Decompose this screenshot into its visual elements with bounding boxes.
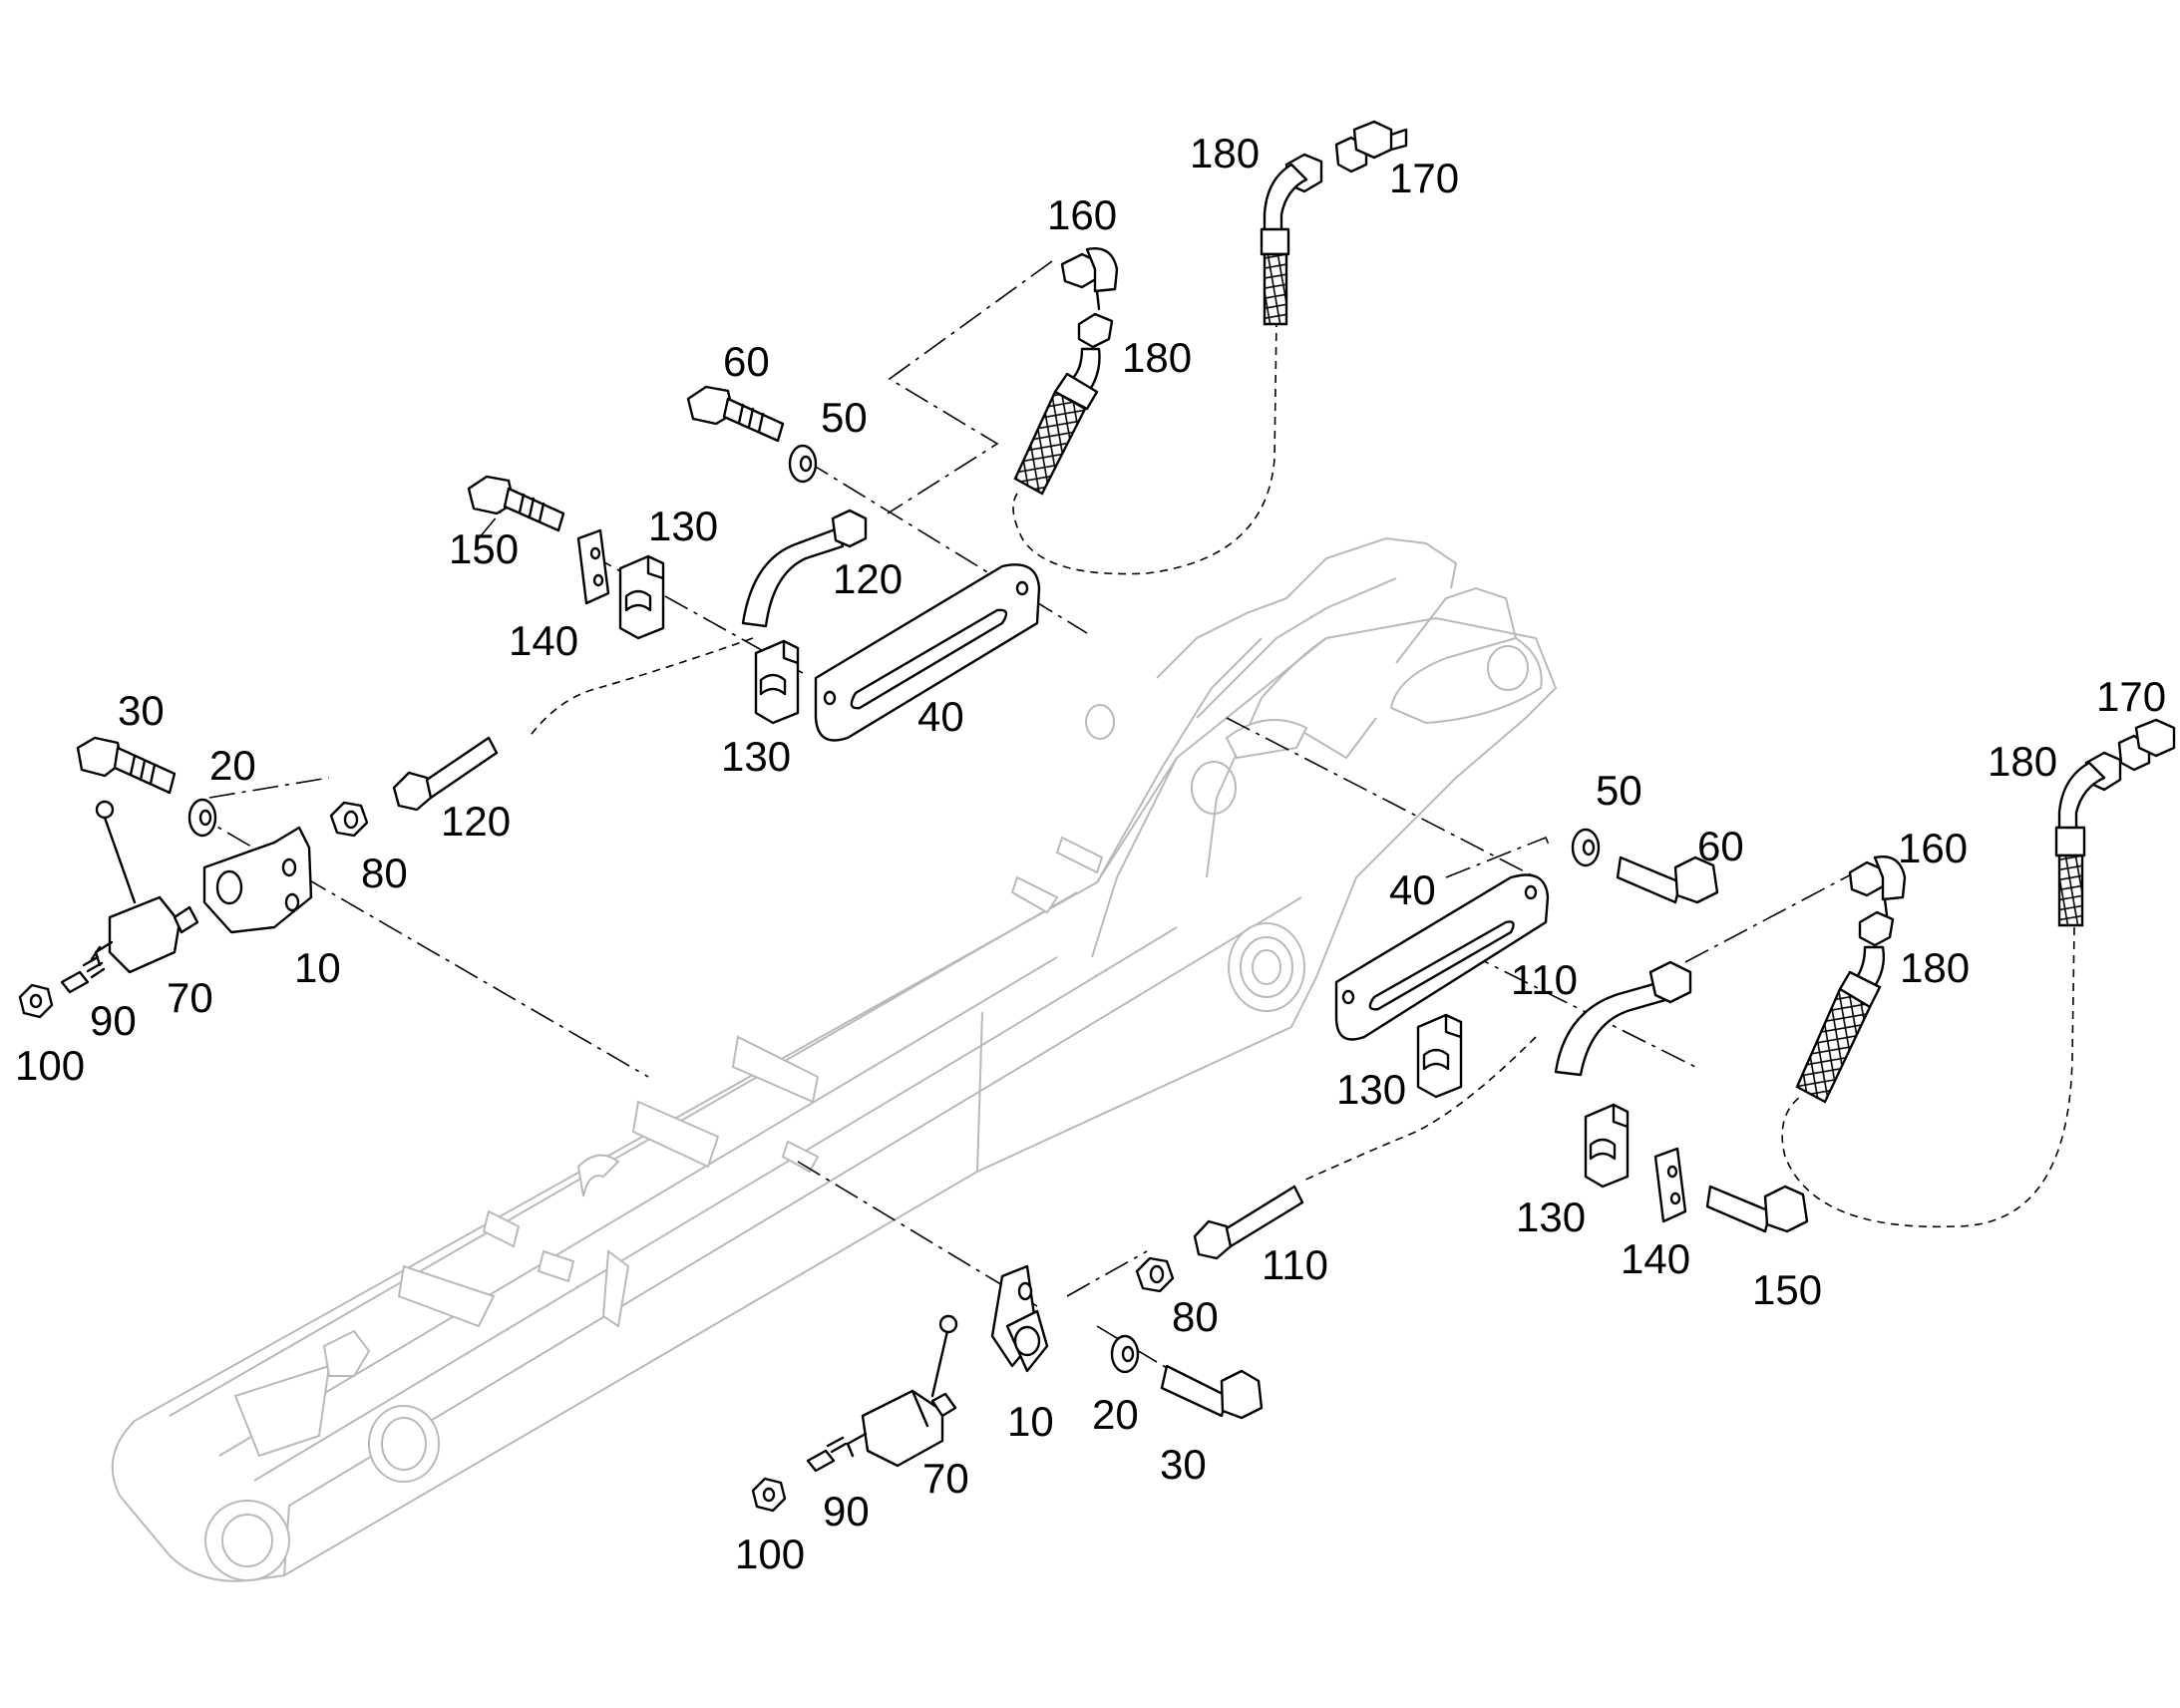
plate-140-left[interactable]: [576, 528, 610, 605]
callout-70: 70: [922, 1455, 969, 1502]
callout-180: 180: [1900, 944, 1970, 991]
bolt-60-right[interactable]: [1616, 855, 1719, 904]
callout-60: 60: [1697, 823, 1744, 869]
elbow-160-left[interactable]: [1060, 247, 1119, 311]
callout-120: 120: [441, 798, 511, 845]
callout-110: 110: [1262, 1241, 1328, 1288]
callout-80: 80: [1172, 1293, 1219, 1340]
link-plate-40-right[interactable]: [1334, 873, 1550, 1041]
nut-100-right[interactable]: [751, 1477, 787, 1513]
washer-20-left[interactable]: [187, 798, 217, 838]
hose-180-left-upper[interactable]: [1260, 153, 1323, 326]
callout-70: 70: [167, 974, 213, 1021]
clamp-130-left-lower[interactable]: [754, 639, 800, 725]
washer-50-right[interactable]: [1571, 828, 1601, 867]
callout-130: 130: [721, 733, 791, 780]
fitting-120-left[interactable]: [392, 736, 499, 812]
hose-180-left-lower[interactable]: [1013, 312, 1114, 496]
callout-100: 100: [735, 1531, 805, 1577]
callout-80: 80: [361, 850, 408, 896]
callout-20: 20: [209, 742, 256, 789]
adapter-170-right[interactable]: [2117, 718, 2176, 772]
bolt-30-right[interactable]: [1160, 1364, 1264, 1420]
hose-180-right-upper[interactable]: [2054, 751, 2122, 927]
callout-170: 170: [2096, 673, 2166, 720]
callout-180: 180: [1190, 130, 1260, 176]
callout-30: 30: [1160, 1441, 1207, 1488]
adapter-170-left[interactable]: [1334, 120, 1408, 173]
fitting-90-right[interactable]: [806, 1436, 848, 1473]
callout-130: 130: [1516, 1194, 1586, 1240]
elbow-160-right[interactable]: [1848, 855, 1907, 917]
bolt-150-left[interactable]: [467, 475, 565, 532]
callout-140: 140: [509, 617, 578, 664]
callout-140: 140: [1621, 1235, 1690, 1282]
callout-130: 130: [1336, 1066, 1406, 1113]
callout-90: 90: [823, 1488, 870, 1535]
callout-20: 20: [1092, 1391, 1139, 1438]
valve-70-left[interactable]: [90, 800, 199, 974]
plate-140-right[interactable]: [1653, 1147, 1687, 1223]
callout-10: 10: [294, 944, 341, 991]
bracket-10-right[interactable]: [990, 1264, 1049, 1373]
callout-100: 100: [15, 1042, 85, 1089]
link-plate-40-left[interactable]: [814, 563, 1041, 742]
callout-150: 150: [1752, 1266, 1822, 1313]
tube-120-upper[interactable]: [741, 509, 868, 628]
callout-180: 180: [1122, 334, 1192, 381]
callout-40: 40: [917, 693, 964, 740]
washer-50-left[interactable]: [788, 444, 818, 484]
callout-60: 60: [723, 338, 770, 385]
callout-labels: 180 170 160 180 60 50 130 150 120 140 40…: [15, 130, 2166, 1577]
washer-20-right[interactable]: [1110, 1334, 1140, 1374]
callout-180: 180: [1988, 738, 2057, 785]
callout-150: 150: [449, 525, 519, 572]
callout-170: 170: [1389, 155, 1459, 201]
bracket-10-left[interactable]: [202, 826, 313, 934]
fitting-110-right-lower[interactable]: [1193, 1185, 1304, 1260]
nut-100-left[interactable]: [18, 983, 54, 1019]
callout-40: 40: [1389, 866, 1436, 913]
boom-arm: [111, 536, 1558, 1582]
callout-50: 50: [821, 394, 868, 441]
valve-70-right[interactable]: [846, 1314, 958, 1468]
assembly-centerlines: [188, 260, 1856, 1387]
clamp-130-right-lower[interactable]: [1584, 1103, 1630, 1189]
clamp-130-left-upper[interactable]: [618, 554, 665, 640]
callout-90: 90: [90, 997, 137, 1044]
bolt-30-left[interactable]: [76, 736, 177, 795]
hose-180-right-lower[interactable]: [1795, 910, 1895, 1104]
callout-160: 160: [1047, 191, 1117, 238]
bolt-150-right[interactable]: [1705, 1185, 1809, 1233]
callout-10: 10: [1007, 1398, 1054, 1445]
callout-30: 30: [118, 687, 165, 734]
callout-120: 120: [833, 555, 903, 602]
callout-50: 50: [1596, 767, 1642, 814]
callout-160: 160: [1898, 825, 1968, 871]
bolt-60-left[interactable]: [686, 385, 785, 443]
clamp-130-right-upper[interactable]: [1416, 1013, 1463, 1099]
hose-routing-lines: [528, 318, 2075, 1228]
callout-110: 110: [1511, 956, 1578, 1003]
nut-80-right[interactable]: [1135, 1256, 1175, 1293]
tube-110-right-upper[interactable]: [1554, 960, 1692, 1077]
fitting-90-left[interactable]: [60, 955, 106, 994]
nut-80-left[interactable]: [329, 801, 369, 838]
callout-130: 130: [648, 503, 718, 549]
